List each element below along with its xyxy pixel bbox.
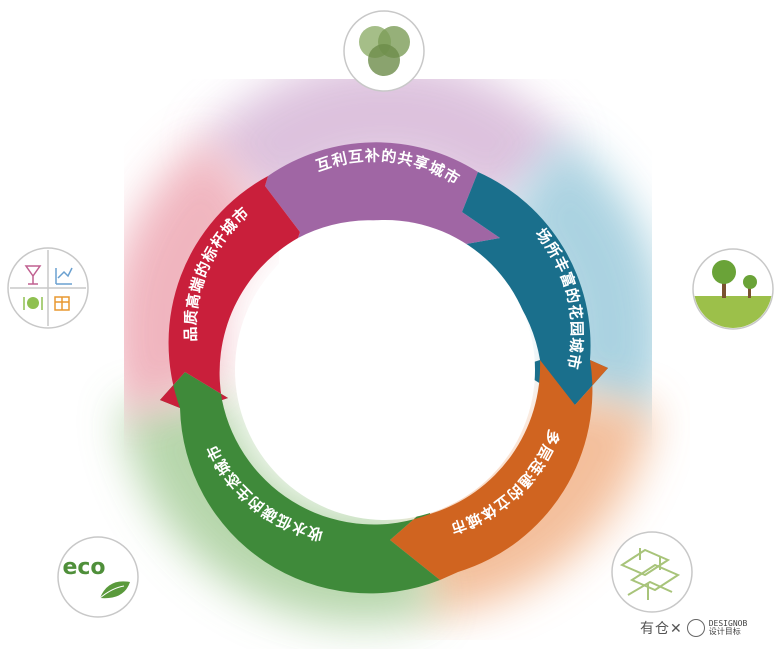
trees-icon — [692, 248, 774, 330]
segment-left-arrow — [160, 176, 300, 408]
shared-circles-icon — [343, 10, 425, 92]
watermark: 有仓✕ DESIGNOB 设计目标 — [640, 618, 747, 638]
chart-icon — [55, 267, 73, 285]
eco-leaf-icon: eco — [57, 536, 139, 618]
lifestyle-quadrant-icon — [7, 247, 89, 329]
glow-right — [497, 134, 667, 419]
segment-bottom-left-arrow — [160, 372, 440, 594]
designob-logo-icon — [686, 619, 705, 637]
watermark-brand-line2: 设计目标 — [708, 627, 741, 636]
watermark-brand-line1: DESIGNOB — [708, 619, 748, 628]
maze-icon — [611, 531, 693, 613]
glow-top — [198, 57, 572, 217]
ring-segments — [160, 142, 608, 594]
segment-right-arrow — [455, 172, 608, 405]
gift-icon — [54, 296, 70, 311]
ring-center — [235, 220, 535, 520]
eco-text: eco — [62, 555, 105, 580]
glow-left — [107, 135, 274, 420]
segment-bottom-right-arrow — [390, 360, 608, 580]
watermark-brand: DESIGNOB 设计目标 — [709, 620, 748, 636]
plate-icon — [23, 297, 43, 310]
watermark-text: 有仓✕ — [640, 621, 683, 637]
cocktail-icon — [24, 265, 42, 285]
segment-top-arrow — [265, 142, 500, 246]
